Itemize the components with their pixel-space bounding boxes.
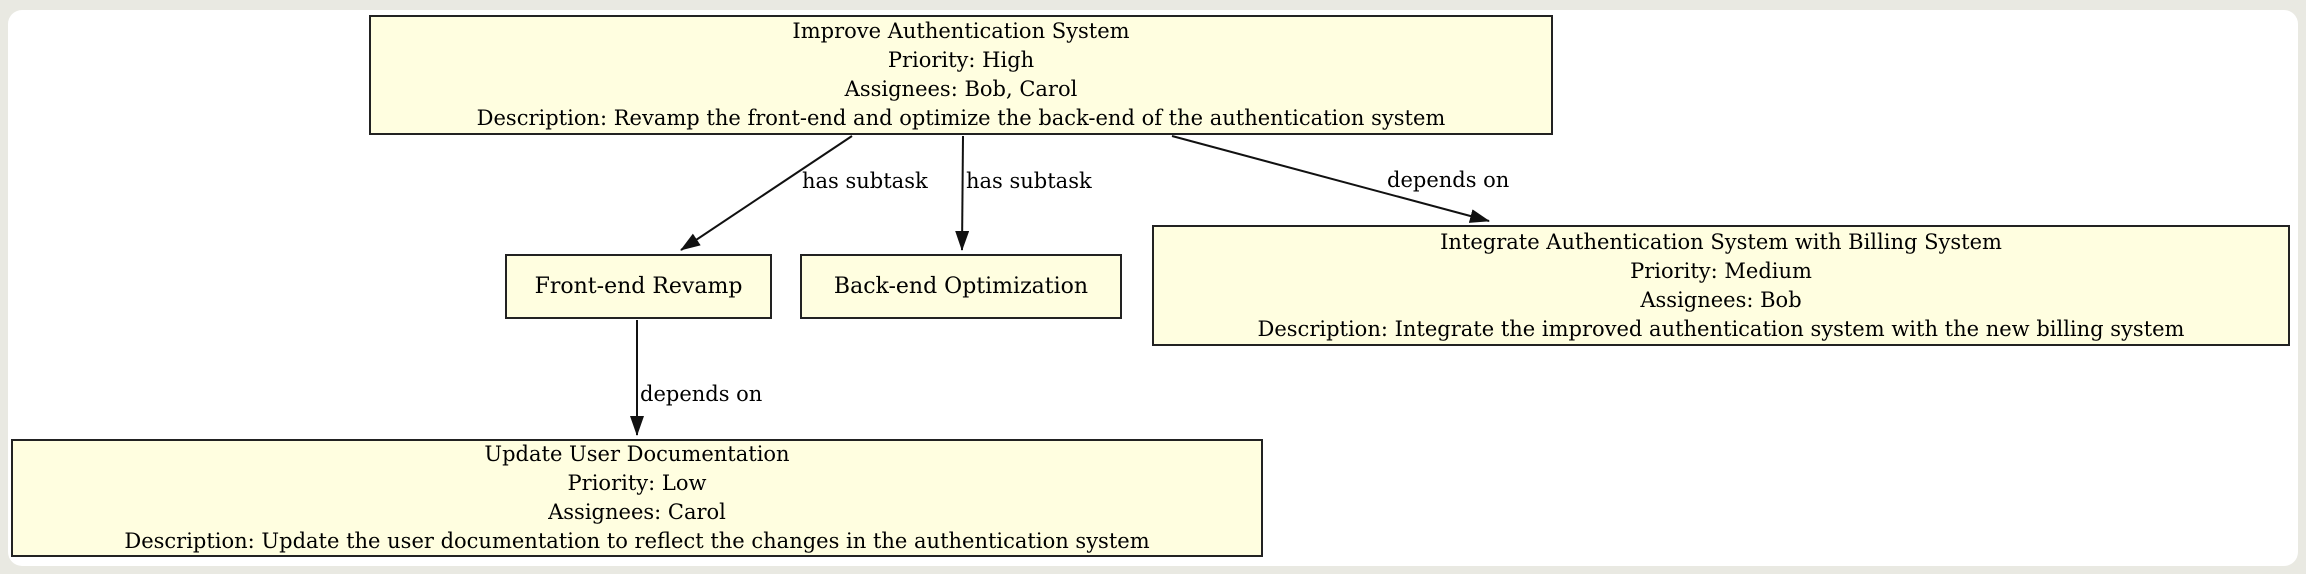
node-update-user-documentation: Update User Documentation Priority: Low …: [11, 439, 1263, 557]
node-priority: Priority: High: [887, 48, 1035, 72]
edge-label-has-subtask-1: has subtask: [802, 169, 928, 193]
node-title: Integrate Authentication System with Bil…: [1440, 229, 2002, 254]
node-assignees: Assignees: Bob: [1640, 287, 1802, 312]
node-improve-authentication-system: Improve Authentication System Priority: …: [369, 15, 1553, 135]
node-title: Front-end Revamp: [534, 274, 743, 299]
node-title: Back-end Optimization: [833, 274, 1089, 299]
node-description: Description: Update the user documentati…: [124, 529, 1150, 553]
node-title: Update User Documentation: [484, 442, 790, 466]
node-back-end-optimization: Back-end Optimization: [800, 254, 1122, 319]
node-priority: Priority: Medium: [1630, 258, 1812, 283]
node-description: Description: Revamp the front-end and op…: [476, 106, 1446, 130]
node-integrate-authentication-with-billing: Integrate Authentication System with Bil…: [1152, 225, 2290, 346]
edge-label-depends-on-2: depends on: [640, 382, 763, 406]
node-description: Description: Integrate the improved auth…: [1257, 316, 2185, 341]
node-title: Improve Authentication System: [792, 19, 1130, 43]
node-front-end-revamp: Front-end Revamp: [505, 254, 772, 319]
edge-label-depends-on-1: depends on: [1387, 168, 1510, 192]
edge-label-has-subtask-2: has subtask: [966, 169, 1092, 193]
node-assignees: Assignees: Bob, Carol: [844, 77, 1078, 101]
node-priority: Priority: Low: [567, 471, 707, 495]
node-assignees: Assignees: Carol: [548, 500, 726, 524]
